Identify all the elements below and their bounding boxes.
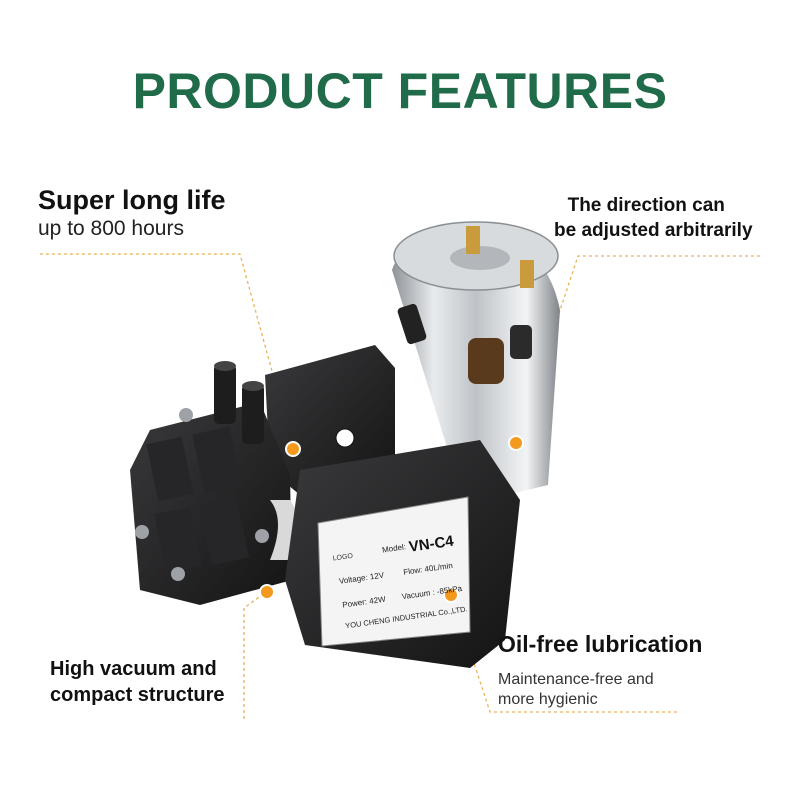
feature-direction-line1: The direction can — [567, 195, 725, 216]
feature-direction-line2: be adjusted arbitrarily — [554, 220, 753, 241]
callout-line-lubrication — [451, 595, 680, 713]
product-label — [317, 496, 471, 647]
feature-long-life-sub: up to 800 hours — [38, 217, 184, 240]
callout-line-life — [40, 253, 294, 449]
feature-structure: High vacuum and compact structure — [50, 656, 225, 708]
svg-text:LOGO: LOGO — [332, 553, 354, 563]
feature-structure-line2: compact structure — [50, 684, 225, 706]
feature-lubrication-sub-line1: Maintenance-free and — [498, 671, 654, 688]
pump-head — [130, 361, 298, 605]
label-model-caption: Model: — [381, 542, 406, 554]
feature-lubrication-sub-line2: more hygienic — [498, 691, 598, 708]
terminal-1 — [466, 226, 480, 254]
callout-dot-lubrication — [443, 587, 459, 603]
page-title: PRODUCT FEATURES — [132, 63, 668, 119]
mounting-bracket — [265, 345, 395, 495]
nozzle-2 — [242, 384, 264, 444]
callout-line-structure — [243, 591, 267, 719]
callout-lines — [40, 253, 760, 719]
screw-1 — [179, 408, 193, 422]
feature-long-life: Super long life up to 800 hours — [38, 184, 226, 242]
feature-direction: The direction can be adjusted arbitraril… — [540, 193, 753, 243]
screw-3 — [171, 567, 185, 581]
motor-vent — [468, 338, 504, 384]
terminal-2 — [520, 260, 534, 288]
feature-long-life-heading: Super long life — [38, 185, 226, 215]
callout-dot-life — [285, 441, 301, 457]
callout-line-direction — [516, 255, 760, 441]
pump-housing — [285, 440, 520, 668]
callout-dots — [259, 435, 524, 603]
feature-lubrication-heading: Oil-free lubrication — [498, 631, 703, 657]
screw-2 — [135, 525, 149, 539]
feature-structure-line1: High vacuum and — [50, 658, 217, 680]
label-model: VN-C4 — [408, 533, 456, 556]
screw-4 — [255, 529, 269, 543]
callout-dot-structure — [259, 584, 275, 600]
feature-lubrication: Oil-free lubrication Maintenance-free an… — [498, 628, 702, 710]
nozzle-1 — [214, 364, 236, 424]
callout-dot-direction — [508, 435, 524, 451]
